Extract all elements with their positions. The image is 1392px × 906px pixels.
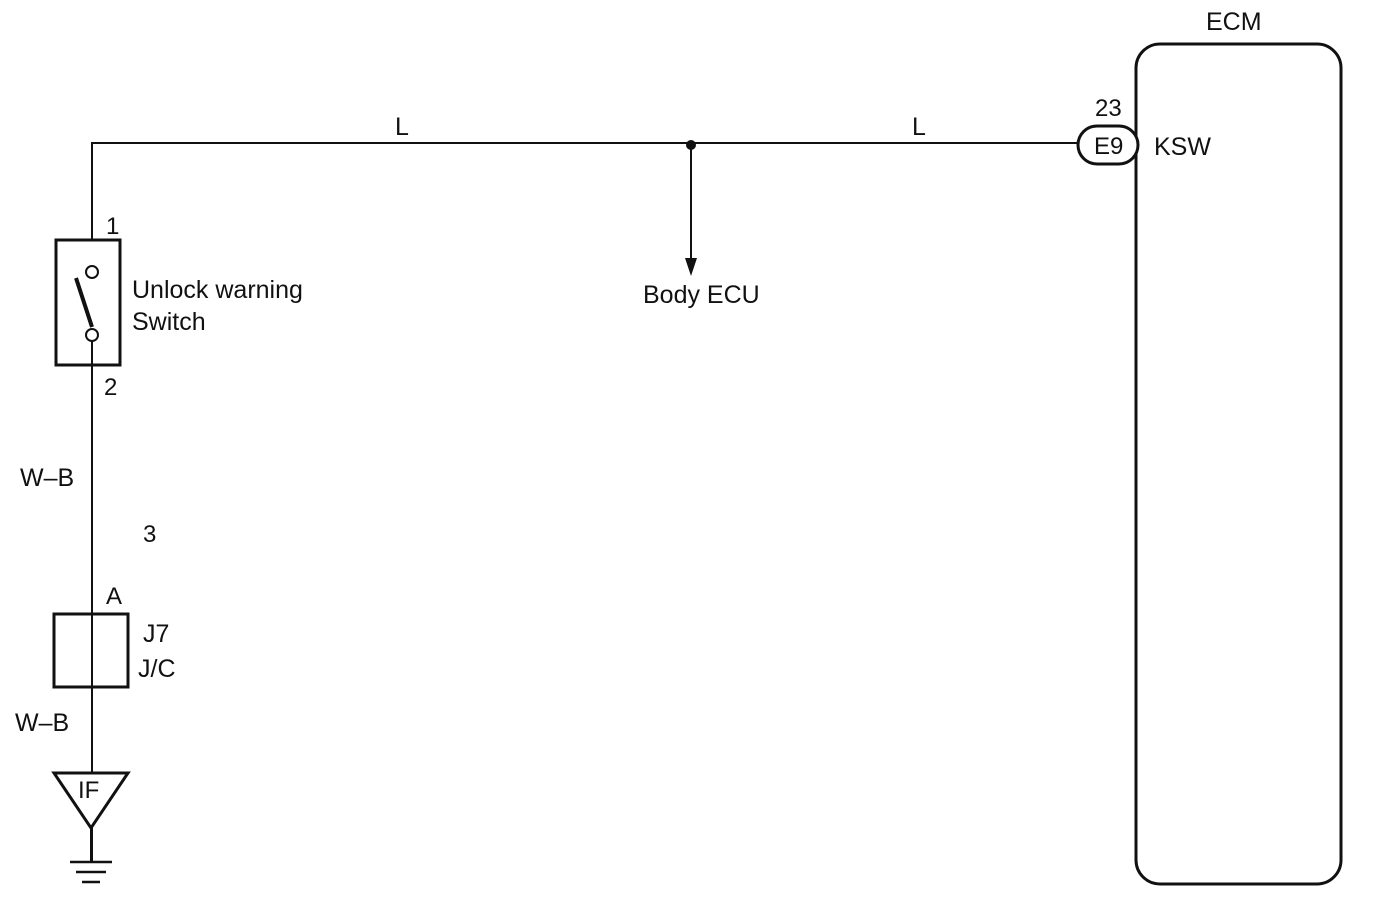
ksw-terminal-label: KSW: [1154, 133, 1211, 161]
ecm-box: [1134, 42, 1343, 886]
ground-point-label: IF: [78, 777, 99, 804]
switch-contact-bottom: [85, 328, 99, 342]
switch-pin-2: 2: [104, 374, 117, 401]
switch-name-line2: Switch: [132, 308, 206, 336]
wire-color-top-left: L: [395, 113, 409, 141]
jc-type: J/C: [138, 655, 176, 683]
ground-point-triangle: [51, 771, 131, 831]
switch-contact-top: [85, 265, 99, 279]
ecm-pin-number: 23: [1095, 95, 1122, 122]
wire-color-top-right: L: [912, 113, 926, 141]
jc-name: J7: [143, 620, 169, 648]
body-ecu-label: Body ECU: [643, 281, 760, 309]
wire-top: [91, 142, 1078, 240]
wire-color-switch-jc: W–B: [20, 464, 74, 492]
switch-pin-1: 1: [106, 213, 119, 240]
wire-color-jc-ground: W–B: [15, 709, 69, 737]
switch-arm: [74, 277, 94, 328]
connector-e9-label: E9: [1094, 133, 1123, 160]
switch-name-line1: Unlock warning: [132, 276, 303, 304]
ground-icon: [70, 860, 112, 884]
jc-cavity-number: 3: [143, 521, 156, 548]
ecm-title: ECM: [1206, 8, 1262, 36]
arrow-down-icon: [685, 258, 697, 276]
switch-box: [54, 238, 122, 367]
connector-e9: [1076, 124, 1140, 166]
jc-pin-a: A: [106, 583, 122, 610]
